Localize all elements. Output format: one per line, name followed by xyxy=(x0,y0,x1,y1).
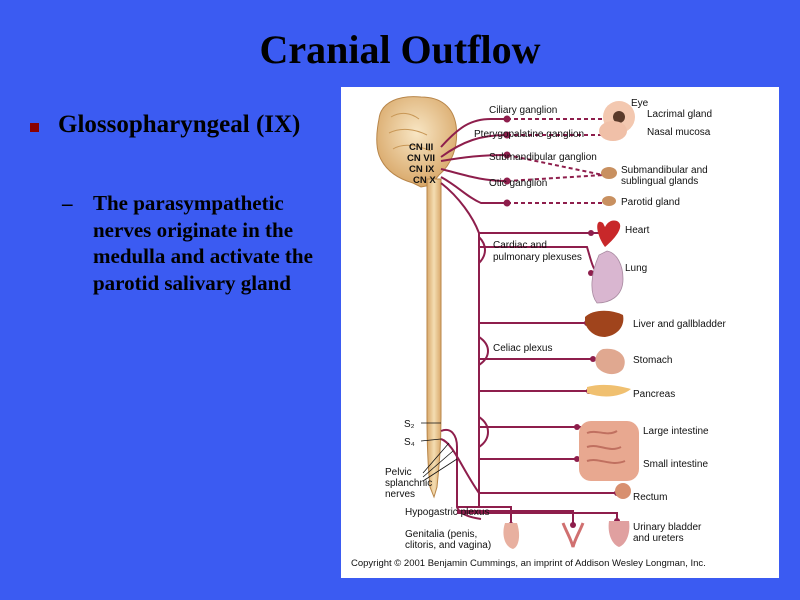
cn-label: CN IX xyxy=(409,164,435,175)
target-label: Nasal mucosa xyxy=(647,127,711,138)
cn-label: CN III xyxy=(409,142,433,153)
ganglion-label: Submandibular ganglion xyxy=(489,152,597,163)
target-label: Lung xyxy=(625,263,647,274)
target-label: Pancreas xyxy=(633,389,675,400)
genitalia-label: Genitalia (penis, xyxy=(405,529,477,540)
target-label: Stomach xyxy=(633,355,672,366)
sub-bullet-dash: – xyxy=(62,191,73,215)
rectum-icon xyxy=(615,483,631,499)
cn-label: CN X xyxy=(413,175,436,186)
ganglion-label: Otic ganglion xyxy=(489,178,547,189)
parotid-gland-icon xyxy=(602,196,616,206)
target-label: and ureters xyxy=(633,533,684,544)
genitalia-label: clitoris, and vagina) xyxy=(405,540,491,551)
target-label: Small intestine xyxy=(643,459,708,470)
target-label: Parotid gland xyxy=(621,197,680,208)
slide-title: Cranial Outflow xyxy=(259,27,541,72)
copyright-text: Copyright © 2001 Benjamin Cummings, an i… xyxy=(351,558,706,569)
intestine-icon xyxy=(579,421,639,481)
ganglion-label: Pterygopalatine ganglion xyxy=(474,129,584,140)
pelvic-label: Pelvic xyxy=(385,467,412,478)
bullet-square-icon xyxy=(30,123,39,132)
leader-lines xyxy=(420,422,442,442)
bladder-icon xyxy=(608,521,630,547)
plexus-label: Hypogastric plexus xyxy=(405,507,489,518)
target-label: sublingual glands xyxy=(621,176,698,187)
pancreas-icon xyxy=(587,384,631,397)
target-label: Rectum xyxy=(633,492,667,503)
genitalia-icon xyxy=(503,523,520,549)
target-label: Lacrimal gland xyxy=(647,109,712,120)
target-label: Heart xyxy=(625,225,650,236)
plexus-label: Celiac plexus xyxy=(493,343,552,354)
parasympathetic-diagram: CN III CN VII CN IX CN X xyxy=(341,87,779,578)
sacral-label: S₂ xyxy=(404,419,415,430)
pelvic-label: nerves xyxy=(385,489,415,500)
spinal-cord xyxy=(426,178,442,499)
sacral-label: S₄ xyxy=(404,437,415,448)
bullet-text: Glossopharyngeal (IX) xyxy=(58,111,301,138)
brain-icon xyxy=(376,96,458,188)
plexus-label: Cardiac and xyxy=(493,240,547,251)
heart-icon xyxy=(597,220,621,247)
stomach-icon xyxy=(595,348,625,375)
target-label: Large intestine xyxy=(643,426,709,437)
diagram-svg: CN III CN VII CN IX CN X xyxy=(351,96,727,569)
submandibular-gland-icon xyxy=(601,167,617,179)
target-label: Submandibular and xyxy=(621,165,708,176)
cn-label: CN VII xyxy=(407,153,435,164)
target-label: Urinary bladder xyxy=(633,522,702,533)
plexus-label: pulmonary plexuses xyxy=(493,252,582,263)
sub-bullet-text: The parasympathetic nerves originate in … xyxy=(93,191,313,295)
liver-icon xyxy=(585,310,624,337)
pelvic-label: splanchnic xyxy=(385,478,432,489)
nasal-icon xyxy=(599,121,627,141)
lung-icon xyxy=(591,250,624,304)
ganglion-label: Ciliary ganglion xyxy=(489,105,557,116)
postganglionic-fibers xyxy=(506,110,622,204)
target-label: Eye xyxy=(631,98,649,109)
uterus-icon xyxy=(561,522,585,548)
preganglionic-fibers xyxy=(440,118,621,527)
leader-lines xyxy=(422,442,458,482)
target-label: Liver and gallbladder xyxy=(633,319,727,330)
